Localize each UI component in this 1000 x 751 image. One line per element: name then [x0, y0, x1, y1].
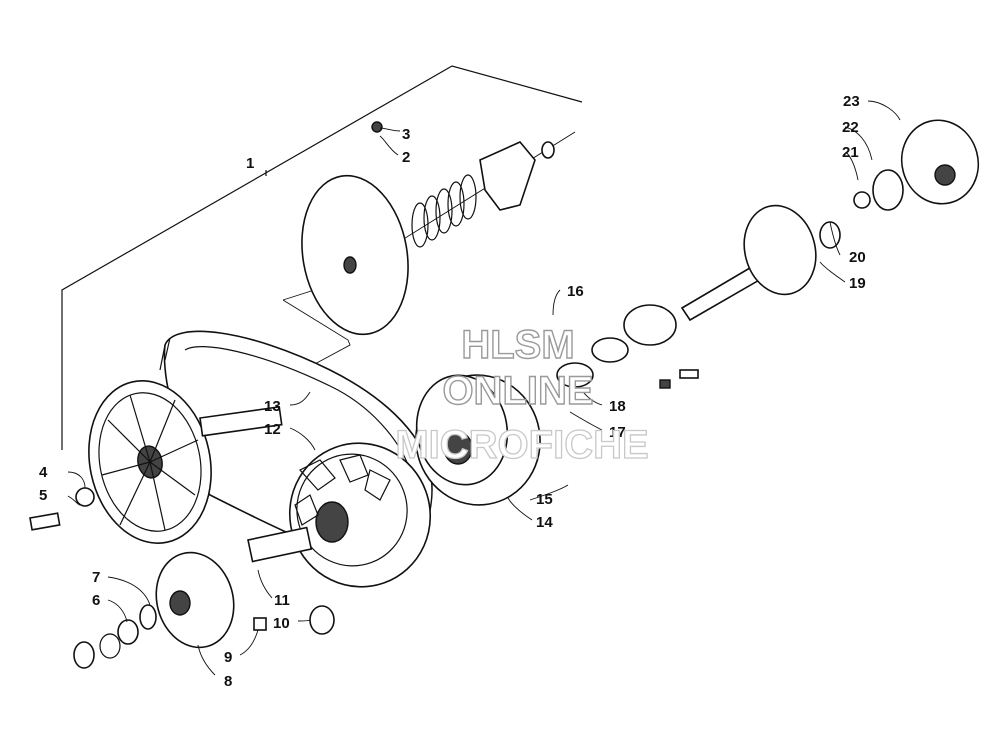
label-17: 17 — [609, 424, 626, 441]
spring-assembly — [301, 121, 555, 336]
part-labels: 1 2 3 4 5 6 7 8 9 10 11 12 13 14 15 16 1… — [39, 93, 866, 690]
label-8: 8 — [224, 673, 232, 690]
label-13: 13 — [264, 398, 281, 415]
label-7: 7 — [92, 569, 100, 586]
label-6: 6 — [92, 592, 100, 609]
drive-shaft-housing — [680, 119, 980, 322]
label-4: 4 — [39, 464, 48, 481]
label-14: 14 — [536, 514, 553, 531]
label-16: 16 — [567, 283, 584, 300]
label-19: 19 — [849, 275, 866, 292]
label-23: 23 — [843, 93, 860, 110]
assembly-bracket — [61, 65, 583, 450]
label-22: 22 — [842, 119, 859, 136]
drive-sheave — [88, 380, 283, 544]
driven-clutch — [247, 442, 432, 588]
label-15: 15 — [536, 491, 553, 508]
watermark: HLSM ONLINE MICROFICHE — [395, 322, 650, 467]
label-11: 11 — [274, 592, 290, 609]
label-5: 5 — [39, 487, 47, 504]
label-9: 9 — [224, 649, 232, 666]
hardware-parts — [29, 487, 335, 669]
leader-lines — [67, 100, 901, 676]
watermark-line-3: MICROFICHE — [395, 423, 648, 467]
label-3: 3 — [402, 126, 410, 143]
label-2: 2 — [402, 149, 410, 166]
label-18: 18 — [609, 398, 626, 415]
watermark-line-1: HLSM — [461, 323, 574, 367]
label-21: 21 — [842, 144, 859, 161]
label-10: 10 — [273, 615, 290, 632]
label-12: 12 — [264, 421, 281, 438]
label-20: 20 — [849, 249, 866, 266]
secondary-clutch — [415, 304, 699, 506]
label-1: 1 — [246, 155, 254, 172]
watermark-line-2: ONLINE — [442, 369, 593, 413]
